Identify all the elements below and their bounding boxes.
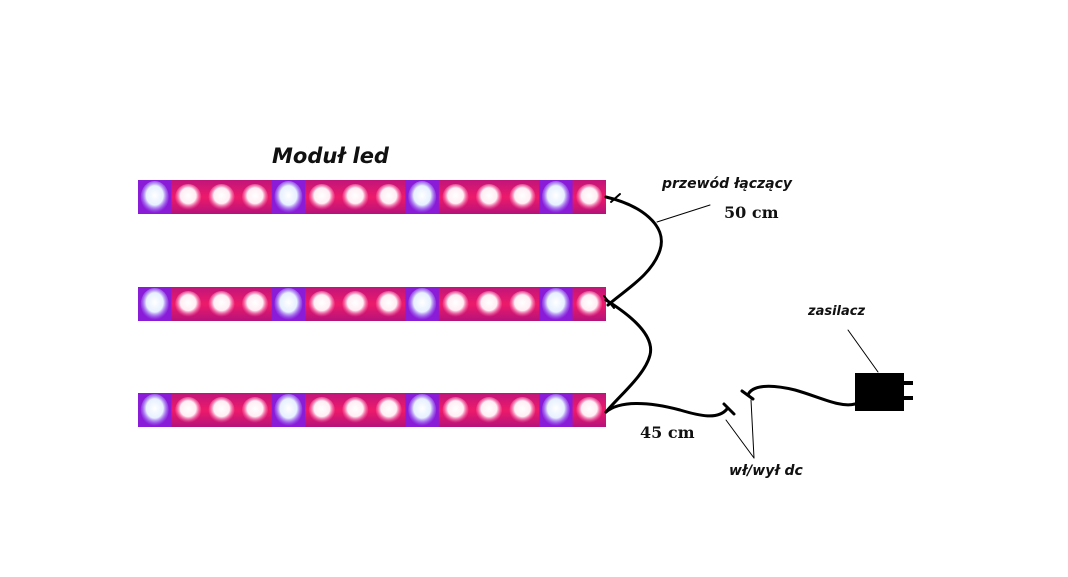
power-supply-label: zasilacz bbox=[808, 304, 866, 319]
psu-cable bbox=[746, 384, 857, 407]
led-blue bbox=[140, 181, 169, 213]
led-pink bbox=[442, 397, 469, 423]
switch-contact-left bbox=[722, 402, 736, 416]
pointer-switch-b bbox=[750, 399, 755, 459]
power-supply bbox=[855, 373, 913, 411]
led-pink bbox=[308, 397, 335, 423]
led-pink bbox=[576, 184, 603, 210]
connecting-cable-label: przewód łączący bbox=[662, 176, 793, 192]
led-pink bbox=[476, 397, 502, 423]
cable-length-label: 50 cm bbox=[724, 203, 779, 222]
led-pink bbox=[308, 291, 335, 317]
pointer-cable bbox=[656, 204, 711, 223]
led-pink bbox=[308, 184, 335, 210]
led-blue bbox=[274, 394, 303, 426]
led-pink bbox=[175, 291, 202, 317]
lead-length-label: 45 cm bbox=[640, 423, 695, 442]
led-blue bbox=[140, 288, 169, 320]
strip-base bbox=[138, 180, 606, 214]
connecting-cable-top bbox=[604, 195, 663, 307]
led-pink bbox=[576, 397, 603, 423]
pointer-switch-a bbox=[725, 419, 755, 459]
led-pink bbox=[175, 184, 202, 210]
led-pink bbox=[509, 184, 536, 210]
pointer-psu bbox=[847, 329, 879, 373]
led-blue bbox=[274, 288, 303, 320]
led-pink bbox=[476, 184, 502, 210]
switch-label: wł/wył dc bbox=[729, 463, 803, 479]
led-pink bbox=[342, 184, 369, 210]
led-pink bbox=[576, 291, 603, 317]
led-pink bbox=[208, 397, 235, 423]
led-strip bbox=[138, 180, 606, 214]
led-blue bbox=[408, 394, 437, 426]
led-blue bbox=[408, 181, 437, 213]
led-strips bbox=[138, 180, 606, 427]
led-pink bbox=[175, 397, 202, 423]
lead-cable bbox=[604, 402, 729, 418]
connecting-cable-bottom bbox=[604, 298, 653, 414]
module-label: Moduł led bbox=[272, 144, 389, 168]
led-pink bbox=[442, 291, 469, 317]
led-pink bbox=[242, 291, 268, 317]
led-pink bbox=[208, 184, 235, 210]
connector-mark-top bbox=[610, 193, 621, 203]
led-blue bbox=[140, 394, 169, 426]
strip-base bbox=[138, 393, 606, 427]
led-pink bbox=[208, 291, 235, 317]
led-pink bbox=[509, 291, 536, 317]
led-pink bbox=[375, 397, 402, 423]
led-pink bbox=[476, 291, 502, 317]
led-blue bbox=[541, 288, 570, 320]
wiring bbox=[603, 193, 879, 459]
plug-prong-bottom bbox=[903, 396, 913, 400]
led-pink bbox=[342, 291, 369, 317]
led-pink bbox=[242, 397, 268, 423]
led-blue bbox=[274, 181, 303, 213]
led-pink bbox=[509, 397, 536, 423]
power-supply-body bbox=[855, 373, 904, 411]
led-pink bbox=[375, 291, 402, 317]
led-blue bbox=[541, 394, 570, 426]
led-pink bbox=[375, 184, 402, 210]
led-pink bbox=[442, 184, 469, 210]
plug-prong-top bbox=[903, 381, 913, 385]
led-strip bbox=[138, 393, 606, 427]
connector-mark-middle bbox=[603, 295, 615, 309]
led-blue bbox=[408, 288, 437, 320]
led-strip bbox=[138, 287, 606, 321]
led-pink bbox=[342, 397, 369, 423]
strip-base bbox=[138, 287, 606, 321]
led-blue bbox=[541, 181, 570, 213]
led-pink bbox=[242, 184, 268, 210]
